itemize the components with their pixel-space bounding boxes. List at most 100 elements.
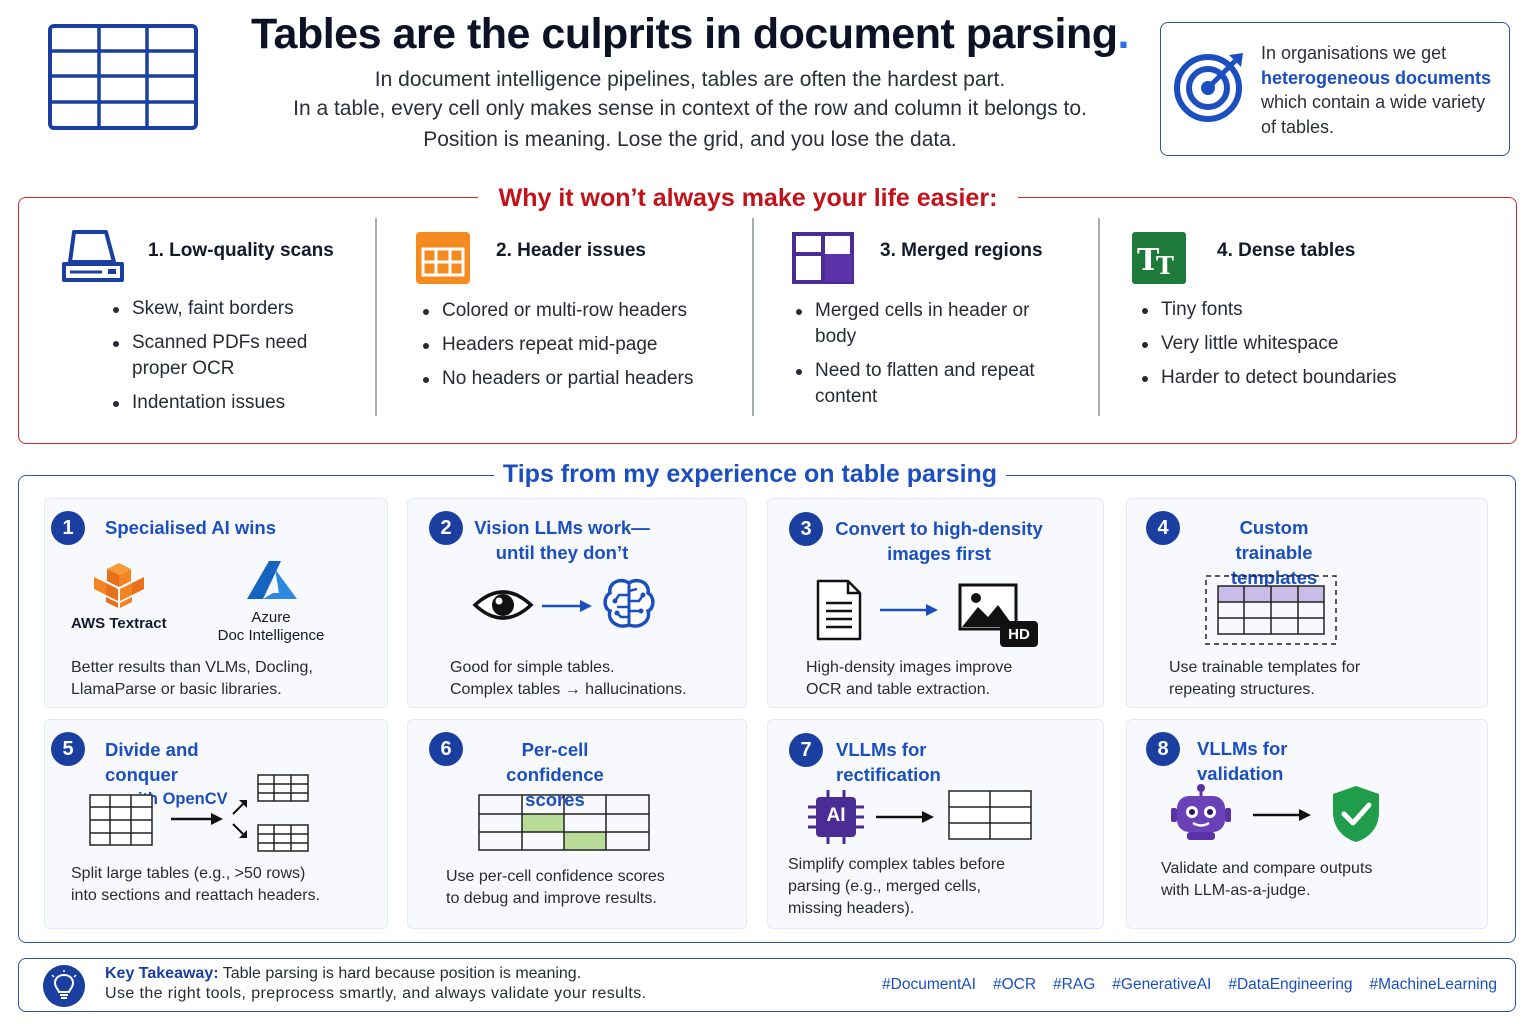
tip-description-line-3: missing headers).	[788, 900, 915, 917]
azure-icon	[247, 561, 297, 599]
list-item: No headers or partial headers	[420, 366, 740, 392]
tip-title: VLLMs for rectification	[836, 737, 941, 787]
tip-description: Use per-cell confidence scores to debug …	[446, 866, 736, 910]
tip-title-line-1: Per-cell confidence	[506, 739, 604, 785]
tip-number: 7	[789, 733, 823, 767]
tip-description-line-1: Simplify complex tables before	[788, 856, 1005, 873]
aws-label: AWS Textract	[71, 615, 167, 632]
hashtag[interactable]: #DocumentAI	[882, 976, 976, 993]
why-heading-4: 4. Dense tables	[1217, 240, 1356, 261]
tip-number: 4	[1146, 511, 1180, 545]
hashtag[interactable]: #GenerativeAI	[1112, 976, 1212, 993]
hashtag[interactable]: #MachineLearning	[1369, 976, 1497, 993]
robot-icon	[1171, 784, 1231, 840]
tip-number: 5	[51, 732, 85, 766]
tip-title: Vision LLMs work— until they don’t	[472, 515, 652, 565]
list-item: Tiny fonts	[1139, 297, 1469, 323]
ai-chip-label: AI	[826, 805, 846, 826]
tip-title-line-1: Divide and conquer	[105, 739, 199, 785]
why-heading-1: 1. Low-quality scans	[148, 240, 334, 261]
target-icon	[1174, 53, 1243, 122]
list-item: Headers repeat mid-page	[420, 332, 740, 358]
tip-title-line-1: Convert to high-density	[835, 518, 1043, 539]
tip-number: 3	[789, 512, 823, 546]
intro-line-2: In a table, every cell only makes sense …	[293, 97, 1087, 120]
callout-line-1: In organisations we get	[1261, 43, 1447, 63]
tip-description-line-2: OCR and table extraction.	[806, 681, 991, 698]
merged-cells-icon	[792, 232, 854, 284]
tip-description-line-1: Use trainable templates for	[1169, 659, 1361, 676]
list-item: Scanned PDFs need proper OCR	[110, 330, 350, 382]
why-heading-2: 2. Header issues	[496, 240, 646, 261]
why-list-4: Tiny fonts Very little whitespace Harder…	[1139, 297, 1469, 399]
callout-box: In organisations we get heterogeneous do…	[1160, 22, 1510, 156]
list-item: Skew, faint borders	[110, 296, 350, 322]
ai-chip-icon	[808, 790, 864, 844]
svg-text:T: T	[1156, 251, 1174, 280]
svg-text:T: T	[1137, 243, 1160, 278]
tip-title-line-1: Vision LLMs work—	[474, 517, 650, 538]
tip-description-line-1: Good for simple tables.	[450, 659, 615, 676]
tip-title-line-2: validation	[1197, 763, 1284, 784]
table-section-icon	[257, 824, 309, 852]
intro-line-1: In document intelligence pipelines, tabl…	[374, 68, 1006, 91]
tip-description-line-2: with LLM-as-a-judge.	[1161, 882, 1311, 899]
scanner-icon	[62, 230, 124, 282]
tip-title-line-1: Custom trainable	[1235, 517, 1313, 563]
key-takeaway-bar: Key Takeaway: Table parsing is hard beca…	[18, 958, 1516, 1012]
list-item: Need to flatten and repeat content	[793, 358, 1063, 410]
hashtag-list: #DocumentAI #OCR #RAG #GenerativeAI #Dat…	[882, 976, 1497, 994]
tip-description: Better results than VLMs, Docling, Llama…	[71, 657, 371, 701]
why-list-1: Skew, faint borders Scanned PDFs need pr…	[110, 296, 350, 424]
arrow-right-icon	[1253, 809, 1311, 821]
hashtag[interactable]: #DataEngineering	[1228, 976, 1353, 993]
tip-card-8: 8 VLLMs for validation Validate and comp…	[1126, 719, 1488, 929]
brain-icon	[603, 578, 655, 628]
tip-description-line-2: into sections and reattach headers.	[71, 887, 321, 904]
template-icon	[1205, 575, 1337, 645]
document-icon	[816, 579, 862, 641]
tip-description: High-density images improve OCR and tabl…	[806, 657, 1096, 701]
column-divider	[375, 218, 377, 416]
tip-description-line-1: Validate and compare outputs	[1161, 860, 1373, 877]
key-takeaway-line-2: Use the right tools, preprocess smartly,…	[105, 985, 647, 1002]
tip-description-line-1: Better results than VLMs, Docling,	[71, 659, 313, 676]
arrow-right-icon	[171, 813, 223, 825]
tip-description: Good for simple tables. Complex tables →…	[450, 657, 740, 701]
tip-card-3: 3 Convert to high-density images first H…	[767, 498, 1104, 708]
eye-icon	[472, 590, 534, 620]
tip-title: VLLMs for validation	[1197, 736, 1287, 786]
split-arrows-icon	[232, 800, 247, 838]
why-section-title: Why it won’t always make your life easie…	[478, 184, 1018, 213]
list-item: Colored or multi-row headers	[420, 298, 740, 324]
list-item: Merged cells in header or body	[793, 298, 1063, 350]
tips-section-title: Tips from my experience on table parsing	[494, 460, 1006, 489]
tip-description-line-2: Complex tables → hallucinations.	[450, 681, 687, 698]
callout-text: In organisations we get heterogeneous do…	[1261, 41, 1506, 139]
tip-title: Convert to high-density images first	[834, 516, 1044, 566]
hashtag[interactable]: #RAG	[1053, 976, 1096, 993]
tip-title: Custom trainable templates	[1199, 515, 1349, 590]
column-divider	[752, 218, 754, 416]
key-takeaway-text: Key Takeaway: Table parsing is hard beca…	[105, 965, 581, 983]
hd-badge: HD	[1000, 621, 1038, 647]
intro-line-3: Position is meaning. Lose the grid, and …	[423, 128, 957, 151]
title-dot: .	[1117, 10, 1130, 58]
callout-line-3: which contain a wide variety	[1261, 92, 1486, 112]
why-list-3: Merged cells in header or body Need to f…	[793, 298, 1063, 418]
list-item: Indentation issues	[110, 390, 350, 416]
tip-description-line-1: High-density images improve	[806, 659, 1013, 676]
hashtag[interactable]: #OCR	[992, 976, 1037, 993]
column-divider	[1098, 218, 1100, 416]
tip-card-1: 1 Specialised AI wins AWS Textract Azure…	[44, 498, 388, 708]
page-title: Tables are the culprits in document pars…	[250, 10, 1130, 58]
tip-card-5: 5 Divide and conquer with OpenCV Split	[44, 719, 388, 929]
tip-title: Specialised AI wins	[105, 517, 277, 538]
large-table-icon	[89, 794, 153, 846]
tip-card-2: 2 Vision LLMs work— until they don’t Goo…	[407, 498, 747, 708]
azure-label: Azure Doc Intelligence	[215, 609, 327, 645]
arrow-right-icon	[876, 811, 934, 823]
tip-description: Split large tables (e.g., >50 rows) into…	[71, 863, 381, 907]
tip-number: 8	[1146, 732, 1180, 766]
table-grid-icon	[48, 24, 198, 130]
